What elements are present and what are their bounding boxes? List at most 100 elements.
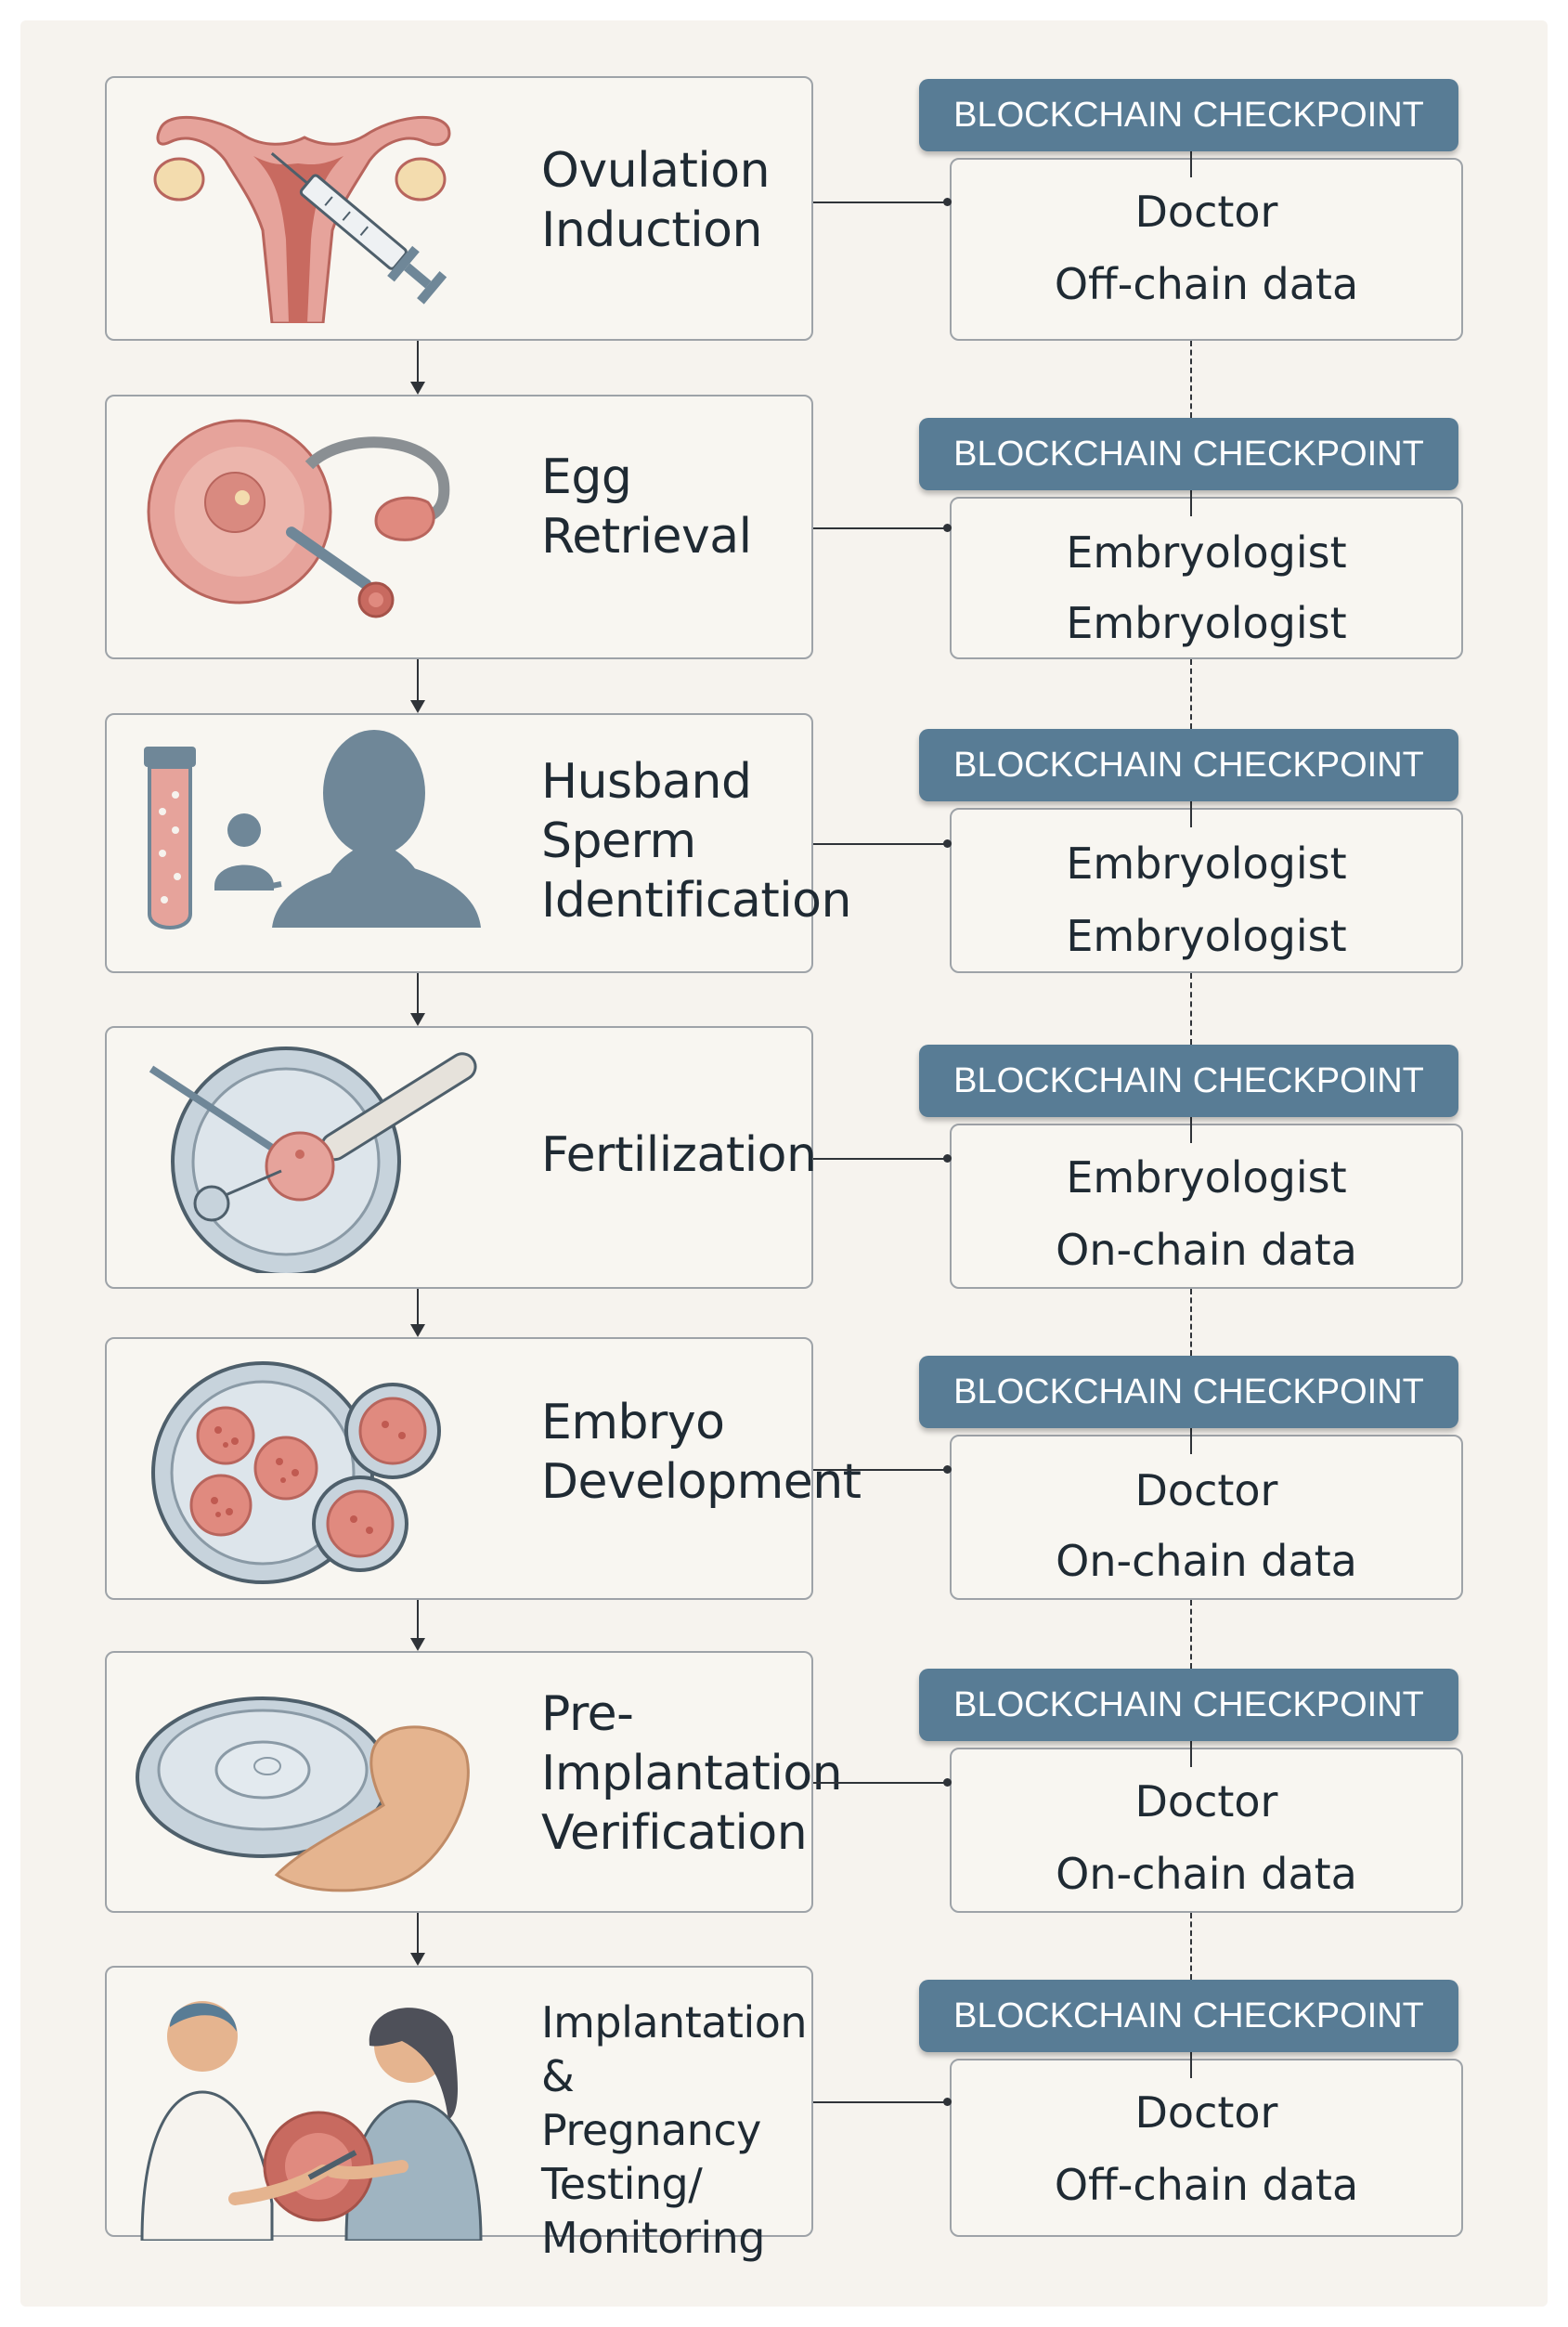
flow-arrow-head <box>410 1953 425 1966</box>
checkpoint-banner: BLOCKCHAIN CHECKPOINT <box>919 1980 1458 2052</box>
connector-dot <box>943 2098 952 2106</box>
flow-arrow <box>417 659 419 700</box>
egg-retrieval-icon <box>133 410 486 642</box>
flow-arrow <box>417 1600 419 1638</box>
banner-tick <box>1190 490 1192 516</box>
stage-label-line: Ovulation <box>541 143 771 199</box>
embryo-development-icon <box>133 1352 486 1584</box>
stage-label-line: Monitoring <box>541 2213 766 2263</box>
uterus-syringe-icon <box>133 91 486 323</box>
checkpoint-banner: BLOCKCHAIN CHECKPOINT <box>919 418 1458 490</box>
banner-tick <box>1190 1741 1192 1767</box>
stage-card: Fertilization <box>105 1026 817 1289</box>
checkpoint-role: Embryologist <box>1066 527 1347 578</box>
flow-arrow <box>417 1289 419 1324</box>
fertilization-icon <box>133 1041 486 1273</box>
stage-checkpoint-connector <box>813 527 950 529</box>
stage-label-line: Pre- <box>541 1686 634 1742</box>
checkpoint-card <box>950 497 1463 659</box>
flow-arrow <box>417 1913 419 1953</box>
pregnancy-monitoring-icon <box>133 1981 486 2241</box>
flow-arrow-head <box>410 1638 425 1651</box>
stage-label-line: Fertilization <box>541 1127 817 1183</box>
stage-label-line: & Pregnancy <box>541 2051 761 2155</box>
checkpoint-banner: BLOCKCHAIN CHECKPOINT <box>919 1045 1458 1117</box>
stage-label-line: Implantation <box>541 1997 808 2048</box>
flow-arrow-head <box>410 1324 425 1337</box>
checkpoint-chain-link <box>1190 659 1192 729</box>
connector-dot <box>943 524 952 532</box>
connector-dot <box>943 1154 952 1163</box>
sperm-identification-icon <box>133 728 486 960</box>
checkpoint-banner: BLOCKCHAIN CHECKPOINT <box>919 1356 1458 1428</box>
connector-dot <box>943 198 952 206</box>
checkpoint-chain-link <box>1190 1600 1192 1669</box>
checkpoint-role: Embryologist <box>1066 1152 1347 1202</box>
stage-checkpoint-connector <box>813 2101 950 2103</box>
checkpoint-role: Doctor <box>1134 1776 1278 1826</box>
checkpoint-card <box>950 808 1463 973</box>
banner-tick <box>1190 151 1192 177</box>
stage-checkpoint-connector <box>813 843 950 845</box>
checkpoint-data-type: Off-chain data <box>1054 259 1359 309</box>
checkpoint-data-type: Embryologist <box>1066 911 1347 961</box>
checkpoint-role: Embryologist <box>1066 838 1347 889</box>
checkpoint-role: Doctor <box>1134 187 1278 237</box>
stage-label-line: Embryo <box>541 1395 725 1450</box>
stage-label-line: Egg <box>541 449 632 505</box>
checkpoint-data-type: On-chain data <box>1056 1849 1357 1899</box>
checkpoint-card <box>950 1435 1463 1600</box>
checkpoint-data-type: Off-chain data <box>1054 2160 1359 2210</box>
stage-label-line: Verification <box>541 1805 808 1861</box>
stage-label-line: Induction <box>541 202 762 258</box>
stage-label-line: Development <box>541 1454 862 1510</box>
checkpoint-banner: BLOCKCHAIN CHECKPOINT <box>919 79 1458 151</box>
stage-checkpoint-connector <box>813 202 950 203</box>
checkpoint-data-type: On-chain data <box>1056 1225 1357 1275</box>
checkpoint-card <box>950 158 1463 341</box>
stage-checkpoint-connector <box>813 1782 950 1784</box>
stage-label-line: Sperm <box>541 813 696 869</box>
connector-dot <box>943 1465 952 1474</box>
checkpoint-banner: BLOCKCHAIN CHECKPOINT <box>919 1669 1458 1741</box>
checkpoint-chain-link <box>1190 1913 1192 1980</box>
pre-implantation-icon <box>133 1666 486 1898</box>
stage-checkpoint-connector <box>813 1469 950 1471</box>
checkpoint-card <box>950 1124 1463 1289</box>
checkpoint-role: Doctor <box>1134 2087 1278 2138</box>
checkpoint-chain-link <box>1190 973 1192 1045</box>
checkpoint-chain-link <box>1190 341 1192 418</box>
flow-arrow <box>417 341 419 382</box>
banner-tick <box>1190 1117 1192 1143</box>
banner-tick <box>1190 801 1192 827</box>
stage-label-line: Testing/ <box>541 2159 703 2209</box>
connector-dot <box>943 839 952 848</box>
banner-tick <box>1190 1428 1192 1454</box>
checkpoint-data-type: Embryologist <box>1066 598 1347 648</box>
flow-arrow <box>417 973 419 1013</box>
checkpoint-role: Doctor <box>1134 1465 1278 1515</box>
checkpoint-banner: BLOCKCHAIN CHECKPOINT <box>919 729 1458 801</box>
stage-label-line: Husband <box>541 754 752 810</box>
banner-tick <box>1190 2052 1192 2078</box>
connector-dot <box>943 1778 952 1787</box>
stage-label-line: Retrieval <box>541 509 752 565</box>
stage-checkpoint-connector <box>813 1158 950 1160</box>
flow-arrow-head <box>410 382 425 395</box>
stage-label-line: Identification <box>541 873 851 929</box>
checkpoint-card <box>950 2059 1463 2237</box>
checkpoint-chain-link <box>1190 1289 1192 1356</box>
